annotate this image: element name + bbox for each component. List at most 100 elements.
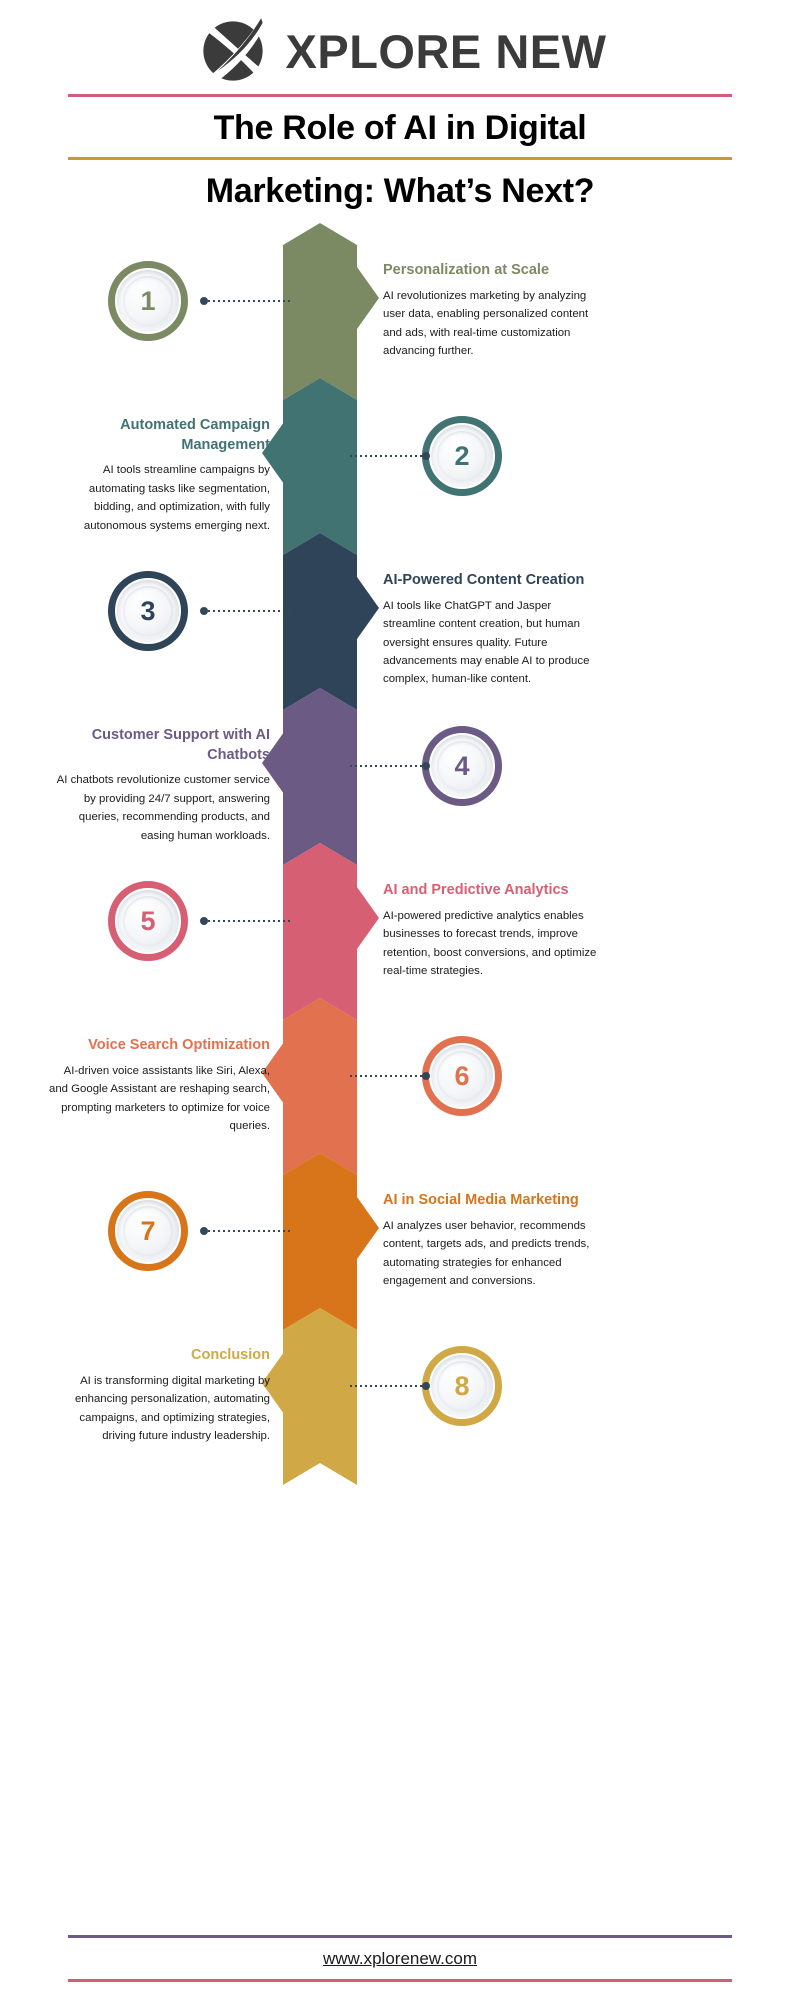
header-rule-bottom (68, 156, 732, 160)
step-body-text: AI is transforming digital marketing by … (74, 1374, 270, 1442)
medallion-inner: 1 (117, 270, 179, 333)
step-number: 2 (454, 440, 470, 471)
step-body-text: AI-driven voice assistants like Siri, Al… (49, 1064, 270, 1132)
header: XPLORE NEW The Role of AI in Digital Mar… (0, 0, 800, 219)
timeline-step: 4 Customer Support with AI Chatbots AI cha… (0, 688, 800, 843)
step-medallion[interactable]: 8 (422, 1346, 502, 1427)
page-title-line-1: The Role of AI in Digital (213, 109, 587, 147)
medallion-inner: 4 (431, 735, 493, 798)
step-medallion[interactable]: 6 (422, 1036, 502, 1117)
step-connector (350, 762, 430, 771)
step-body-text: AI chatbots revolutionize customer servi… (56, 774, 270, 842)
connector-dot (200, 1227, 208, 1236)
ribbon-segment (283, 533, 357, 711)
central-arrow-ribbon (283, 223, 357, 1486)
step-heading: Customer Support with AI Chatbots (91, 727, 270, 763)
timeline: 1 Personalization at Scale AI revolutioniz… (0, 223, 800, 1486)
medallion-inner: 2 (431, 425, 493, 488)
connector-line (208, 300, 290, 303)
footer: www.xplorenew.com (0, 1935, 800, 1982)
step-pointer-flag (357, 577, 379, 640)
step-text-block: Customer Support with AI Chatbots AI chat… (48, 726, 270, 845)
connector-dot (422, 452, 430, 461)
step-pointer-flag (357, 1197, 379, 1260)
medallion-ring (108, 881, 188, 962)
website-link[interactable]: www.xplorenew.com (322, 1949, 477, 1968)
connector-dot (200, 297, 208, 306)
step-medallion[interactable]: 2 (422, 416, 502, 497)
step-medallion[interactable]: 3 (108, 571, 188, 652)
step-text-block: AI in Social Media Marketing AI analyzes … (383, 1191, 605, 1290)
ribbon-segment (283, 843, 357, 1021)
step-body-text: AI tools streamline campaigns by automat… (83, 464, 270, 532)
step-connector (200, 297, 290, 306)
step-heading: Automated Campaign Management (120, 417, 270, 453)
connector-dot (200, 917, 208, 926)
ribbon-segment (283, 223, 357, 401)
connector-line (350, 1075, 422, 1078)
ribbon-segment (283, 378, 357, 556)
step-medallion[interactable]: 5 (108, 881, 188, 962)
medallion-ring (108, 571, 188, 652)
connector-line (208, 610, 290, 613)
connector-dot (422, 1382, 430, 1391)
step-text-block: Personalization at Scale AI revolutionize… (383, 261, 605, 360)
ribbon-segment (283, 998, 357, 1176)
step-body-text: AI revolutionizes marketing by analyzing… (383, 289, 589, 357)
ribbon-segment (283, 688, 357, 866)
step-medallion[interactable]: 4 (422, 726, 502, 807)
connector-line (350, 765, 422, 768)
medallion-inner: 3 (117, 580, 179, 643)
connector-dot (200, 607, 208, 616)
ribbon-segment (283, 1153, 357, 1331)
step-pointer-flag (357, 267, 379, 330)
step-heading: AI in Social Media Marketing (383, 1192, 579, 1209)
brand-logo-row: XPLORE NEW (0, 8, 800, 94)
xplore-globe-swoosh-logo-icon (194, 12, 272, 90)
page-title: The Role of AI in Digital (60, 97, 740, 157)
timeline-step: 2 Automated Campaign Management AI tools s… (0, 378, 800, 533)
connector-line (350, 1385, 422, 1388)
step-heading: Conclusion (191, 1347, 270, 1364)
page-title-line-2: Marketing: What’s Next? (205, 171, 595, 210)
step-pointer-flag (357, 887, 379, 950)
step-connector (200, 607, 290, 616)
step-heading: Voice Search Optimization (88, 1037, 270, 1054)
connector-dot (422, 762, 430, 771)
timeline-step: 7 AI in Social Media Marketing AI analyzes… (0, 1153, 800, 1308)
medallion-inner: 8 (431, 1355, 493, 1418)
step-number: 7 (140, 1215, 156, 1246)
medallion-inner: 5 (117, 890, 179, 953)
step-number: 5 (140, 905, 156, 936)
medallion-inner: 7 (117, 1200, 179, 1263)
step-medallion[interactable]: 1 (108, 261, 188, 342)
medallion-ring (108, 261, 188, 342)
step-heading: Personalization at Scale (383, 262, 550, 279)
connector-dot (422, 1072, 430, 1081)
step-connector (350, 452, 430, 461)
footer-rule-bottom (68, 1979, 732, 1982)
header-rule-top (68, 94, 732, 97)
medallion-inner: 6 (431, 1045, 493, 1108)
step-medallion[interactable]: 7 (108, 1191, 188, 1272)
step-number: 1 (140, 285, 156, 316)
step-number: 4 (454, 750, 470, 781)
timeline-step: 8 Conclusion AI is transforming digital ma… (0, 1308, 800, 1463)
brand-name: XPLORE NEW (285, 24, 607, 78)
connector-line (208, 920, 290, 923)
step-connector (350, 1382, 430, 1391)
timeline-step: 1 Personalization at Scale AI revolutioniz… (0, 223, 800, 378)
step-connector (350, 1072, 430, 1081)
step-body-text: AI tools like ChatGPT and Jasper streaml… (383, 599, 590, 686)
page-title-continued: Marketing: What’s Next? (60, 160, 740, 220)
step-text-block: Conclusion AI is transforming digital mar… (48, 1346, 270, 1445)
ribbon-segment (283, 1308, 357, 1486)
footer-rule-top (68, 1935, 732, 1938)
step-body-text: AI analyzes user behavior, recommends co… (383, 1219, 590, 1287)
